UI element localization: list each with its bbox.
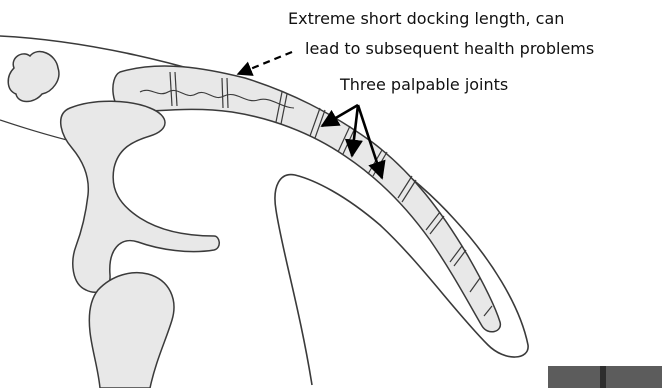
docking-annotation-line1: Extreme short docking length, can: [288, 9, 564, 28]
sacrum-bone: [8, 52, 59, 102]
docking-dashed-arrow: [238, 52, 292, 74]
photo-corner-detail: [600, 366, 606, 388]
docking-annotation-line2: lead to subsequent health problems: [305, 39, 594, 58]
pelvis-bone: [61, 101, 220, 292]
joints-annotation: Three palpable joints: [339, 75, 508, 94]
femur-bone: [89, 273, 174, 388]
